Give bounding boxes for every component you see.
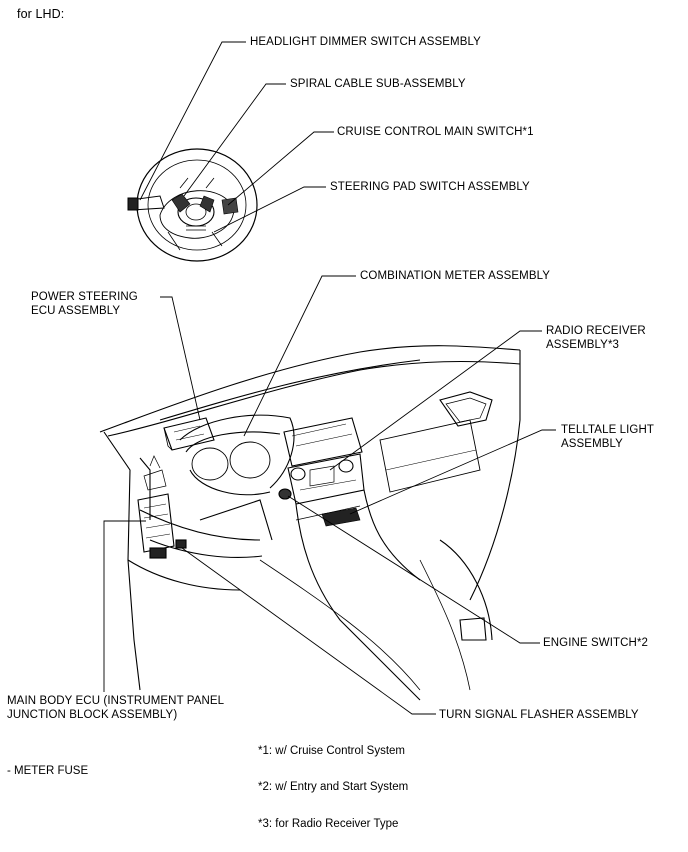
label-line: JUNCTION BLOCK ASSEMBLY) (7, 709, 178, 721)
label-headlight-dimmer-switch: HEADLIGHT DIMMER SWITCH ASSEMBLY (250, 36, 481, 48)
label-steering-pad-switch: STEERING PAD SWITCH ASSEMBLY (330, 181, 530, 193)
label-engine-switch: ENGINE SWITCH*2 (543, 637, 649, 649)
label-main-body-ecu: MAIN BODY ECU (INSTRUMENT PANEL JUNCTION… (7, 694, 224, 722)
leader-lines (103, 41, 556, 715)
label-line: RADIO RECEIVER (546, 325, 646, 337)
footnote-3: *3: for Radio Receiver Type (258, 818, 399, 830)
meter-fuse-note: - METER FUSE (7, 765, 89, 777)
label-line: TELLTALE LIGHT (561, 424, 655, 436)
label-turn-signal-flasher: TURN SIGNAL FLASHER ASSEMBLY (439, 709, 639, 721)
label-line: ASSEMBLY*3 (546, 339, 620, 351)
footnote-1: *1: w/ Cruise Control System (258, 745, 405, 757)
label-power-steering-ecu: POWER STEERING ECU ASSEMBLY (31, 290, 138, 318)
label-combination-meter: COMBINATION METER ASSEMBLY (360, 270, 551, 282)
steering-wheel-drawing (127, 148, 258, 262)
label-line: ASSEMBLY (561, 438, 623, 450)
footnote-2: *2: w/ Entry and Start System (258, 781, 409, 793)
label-line: ECU ASSEMBLY (31, 305, 121, 317)
label-telltale-light: TELLTALE LIGHT ASSEMBLY (561, 423, 654, 451)
label-line: POWER STEERING (31, 291, 138, 303)
dashboard-drawing (99, 345, 521, 701)
label-cruise-control-main-switch: CRUISE CONTROL MAIN SWITCH*1 (337, 126, 534, 138)
label-radio-receiver: RADIO RECEIVER ASSEMBLY*3 (546, 324, 646, 352)
label-line: MAIN BODY ECU (INSTRUMENT PANEL (7, 695, 225, 707)
label-spiral-cable: SPIRAL CABLE SUB-ASSEMBLY (290, 78, 466, 90)
variant-heading: for LHD: (17, 7, 65, 21)
